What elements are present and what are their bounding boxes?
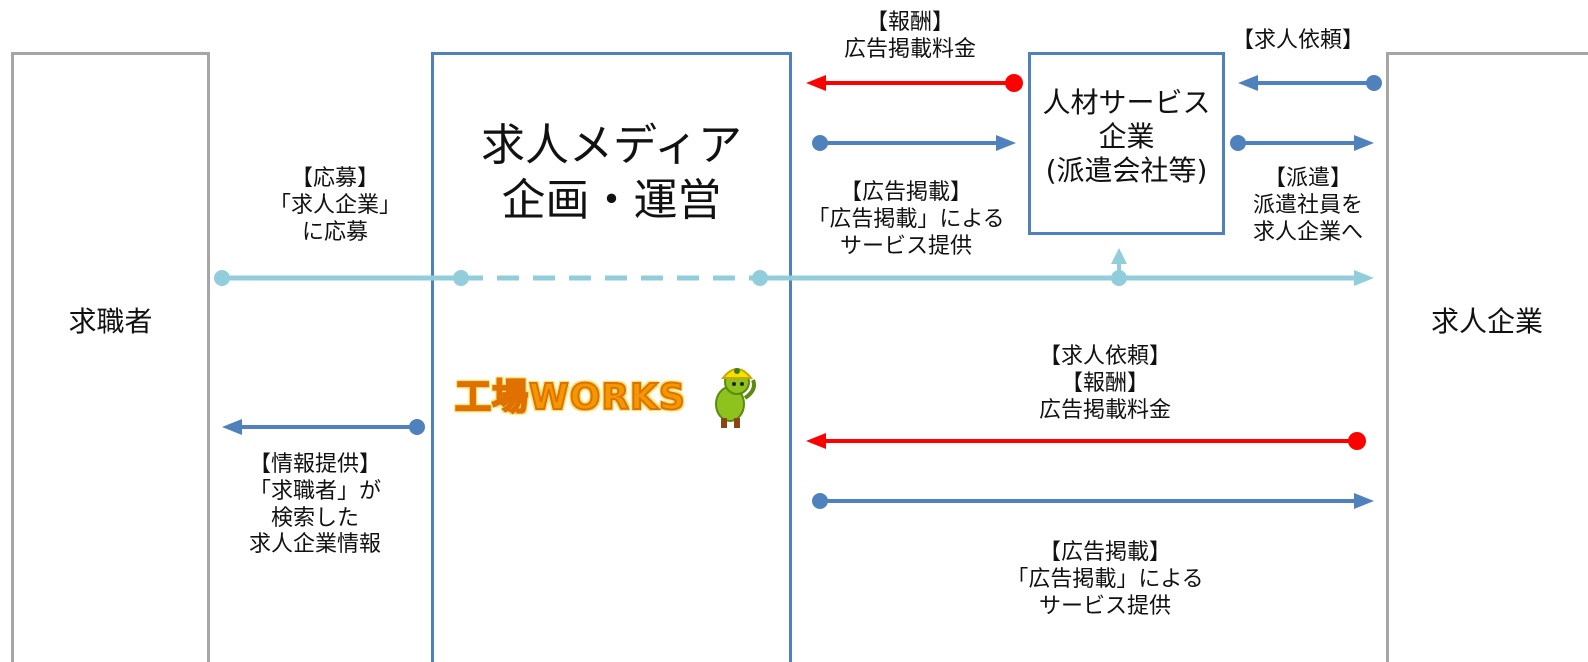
fee-bottom-label-line-2: 広告掲載料金 <box>1038 397 1171 423</box>
info-provision-label-line-4: 求人企業情報 <box>248 532 381 558</box>
application-label-line-2: 「求人企業」 <box>268 192 401 218</box>
fee-top-dot <box>1005 74 1023 92</box>
job-request-top-dot <box>1366 75 1382 91</box>
ad-listing-top-label-line-1: 【広告掲載】 <box>839 180 972 205</box>
ad-top-dot <box>812 135 828 151</box>
dispatch-label: 【派遣】 派遣社員を 求人企業へ <box>1228 166 1388 246</box>
job-seeker-label: 求職者 <box>68 305 153 338</box>
hr-service-label-line-1: 人材サービス <box>1042 86 1211 119</box>
dispatch-label-line-2: 派遣社員を <box>1252 192 1363 218</box>
hr-service-box <box>1028 52 1225 235</box>
kojo-works-logo: 工場WORKS <box>454 362 765 432</box>
application-dot-media-left <box>453 270 469 286</box>
application-dot-media-right <box>752 270 768 286</box>
fee-top-label-line-2: 広告掲載料金 <box>843 36 976 62</box>
employer-box <box>1386 52 1588 662</box>
fee-bottom-arrowhead <box>806 433 826 449</box>
mascot-icon <box>715 368 756 428</box>
fee-bottom-label-line-1: 【報酬】 <box>1060 370 1149 396</box>
info-provision-dot <box>409 419 425 435</box>
hr-service-label-line-2: 企業 <box>1098 120 1155 154</box>
job-request-bottom-label-line-1: 【求人依頼】 <box>1038 344 1171 369</box>
media-box <box>431 52 792 662</box>
fee-top-label-line-1: 【報酬】 <box>865 10 954 35</box>
employer-label: 求人企業 <box>1430 305 1543 338</box>
dispatch-dot <box>1230 135 1246 151</box>
media-label: 求人メディア 企画・運営 <box>431 118 792 228</box>
ad-listing-bottom-label-line-2: 「広告掲載」による <box>1006 566 1204 592</box>
application-label-line-1: 【応募】 <box>290 166 379 191</box>
ad-listing-top-label-line-2: 「広告掲載」による <box>807 206 1005 232</box>
branch-up-arrowhead <box>1111 248 1127 264</box>
info-provision-label: 【情報提供】 「求職者」が 検索した 求人企業情報 <box>215 452 415 559</box>
logo-wordmark: 工場WORKS <box>454 376 686 419</box>
media-label-line-2: 企画・運営 <box>501 175 722 226</box>
dispatch-arrowhead <box>1354 135 1374 151</box>
job-request-top-label: 【求人依頼】 <box>1218 28 1378 55</box>
fee-bottom-dot <box>1348 432 1366 450</box>
dispatch-label-line-1: 【派遣】 <box>1263 166 1352 191</box>
ad-listing-bottom-label-line-1: 【広告掲載】 <box>1038 540 1171 565</box>
ad-top-arrowhead <box>996 135 1016 151</box>
fee-top-label: 【報酬】 広告掲載料金 <box>815 10 1005 64</box>
dispatch-label-line-3: 求人企業へ <box>1252 219 1363 245</box>
job-seeker-box <box>11 52 210 662</box>
application-arrowhead <box>1354 270 1374 286</box>
job-request-fee-bottom-label: 【求人依頼】 【報酬】 広告掲載料金 <box>990 344 1220 424</box>
job-request-top-arrowhead <box>1238 75 1258 91</box>
fee-top-arrowhead <box>806 75 826 91</box>
job-request-top-label-line-1: 【求人依頼】 <box>1231 28 1364 53</box>
info-provision-label-line-1: 【情報提供】 <box>248 452 381 477</box>
info-provision-label-line-2: 「求職者」が <box>248 478 381 504</box>
application-label-line-3: に応募 <box>301 219 368 245</box>
info-provision-arrowhead <box>222 419 242 435</box>
ad-listing-top-label-line-3: サービス提供 <box>839 233 972 259</box>
media-label-line-1: 求人メディア <box>481 120 742 171</box>
application-dot-seeker <box>214 270 230 286</box>
hr-service-label: 人材サービス 企業 (派遣会社等) <box>1028 86 1225 188</box>
ad-bottom-arrowhead <box>1354 493 1374 509</box>
ad-listing-bottom-label: 【広告掲載】 「広告掲載」による サービス提供 <box>970 540 1240 620</box>
application-label: 【応募】 「求人企業」 に応募 <box>230 166 440 246</box>
hr-service-label-line-3: (派遣会社等) <box>1045 154 1208 188</box>
ad-bottom-dot <box>812 493 828 509</box>
ad-listing-top-label: 【広告掲載】 「広告掲載」による サービス提供 <box>788 180 1024 260</box>
info-provision-label-line-3: 検索した <box>270 505 359 531</box>
ad-listing-bottom-label-line-3: サービス提供 <box>1038 593 1171 619</box>
